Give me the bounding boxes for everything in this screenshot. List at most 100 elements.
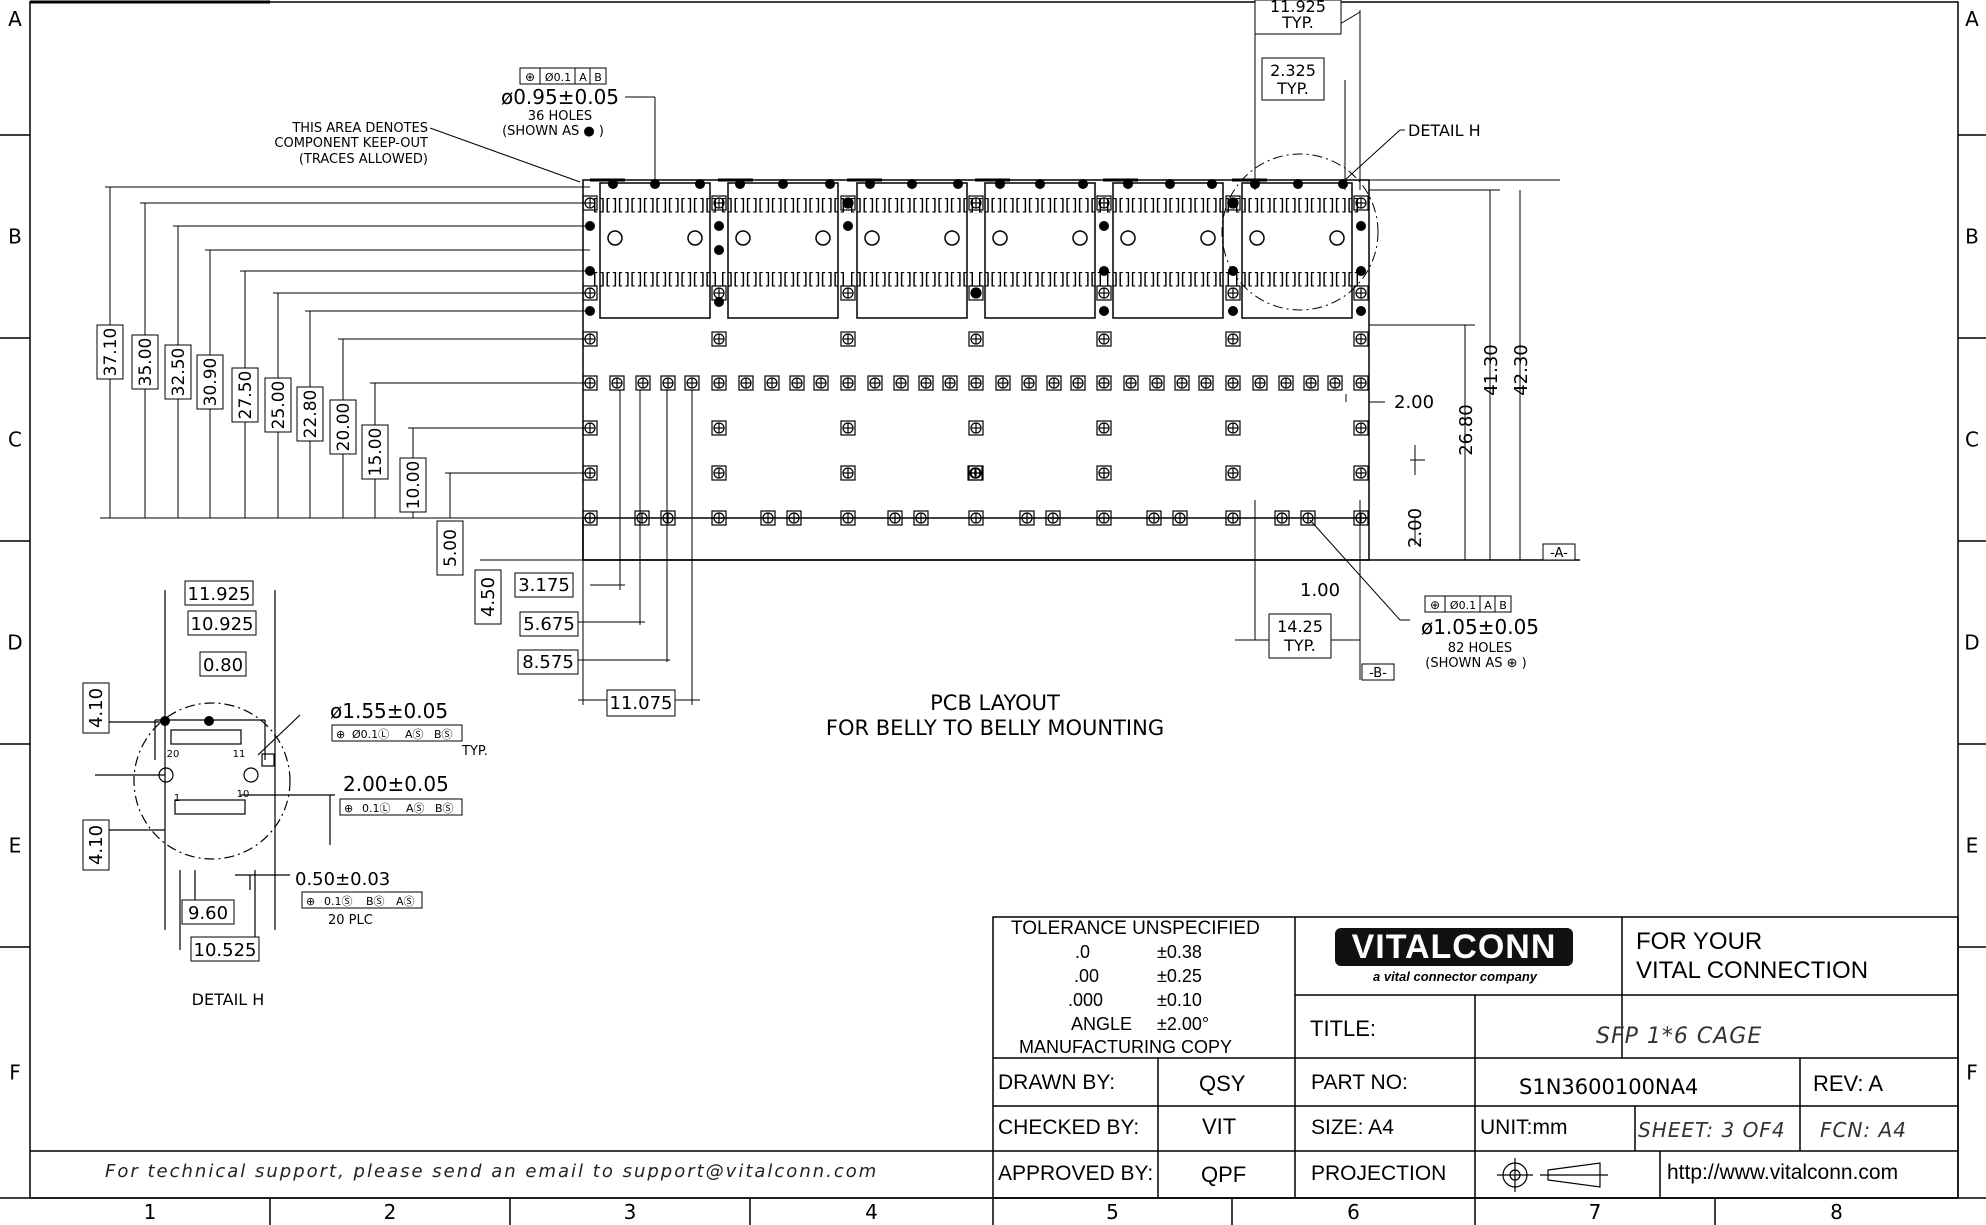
grid-row-label: C bbox=[8, 428, 22, 452]
datum-a: -A- bbox=[1550, 546, 1568, 561]
detail-dim-top-2: 10.925 bbox=[191, 614, 254, 635]
dim-bottom-2: 3.175 bbox=[518, 575, 570, 596]
dot-hole bbox=[1035, 179, 1045, 189]
alignment-hole bbox=[944, 230, 960, 246]
callout2-fcf-2: AⓈ bbox=[406, 802, 425, 815]
connector-row-bottom: [][][][][][][][][][] bbox=[1235, 269, 1360, 288]
square-pad-hole bbox=[684, 375, 700, 391]
dot-hole bbox=[608, 179, 618, 189]
alignment-hole bbox=[1120, 230, 1136, 246]
bottom-dimension-lines bbox=[480, 390, 700, 705]
square-pad-hole bbox=[635, 375, 651, 391]
grid-column-label: 1 bbox=[144, 1200, 157, 1224]
checked-by-value: VIT bbox=[1202, 1114, 1237, 1139]
dot-hole bbox=[843, 221, 853, 231]
dot-hole bbox=[714, 245, 724, 255]
connector-row-top: [][][][][][][][][][] bbox=[850, 195, 975, 214]
square-pad-hole bbox=[1225, 331, 1241, 347]
dot-hole bbox=[1228, 198, 1238, 208]
tolerance-heading: TOLERANCE UNSPECIFIED bbox=[1011, 918, 1260, 939]
website-link[interactable]: http://www.vitalconn.com bbox=[1667, 1161, 1899, 1184]
pin-20: 20 bbox=[167, 749, 180, 760]
dim-top-2: 2.325 bbox=[1270, 61, 1316, 80]
dot-hole bbox=[778, 179, 788, 189]
small-hole-diameter: ø0.95±0.05 bbox=[501, 85, 619, 109]
dim-value: 15.00 bbox=[366, 428, 386, 477]
keepout-note: THIS AREA DENOTES COMPONENT KEEP-OUT (TR… bbox=[274, 121, 428, 167]
grid-row-label: A bbox=[8, 7, 22, 31]
keepout-line-3: (TRACES ALLOWED) bbox=[299, 152, 428, 167]
dot-hole bbox=[1293, 179, 1303, 189]
square-pad-hole bbox=[840, 420, 856, 436]
connector-row-bottom: [][][][][][][][][][] bbox=[978, 269, 1103, 288]
dim-bottom-4: 8.575 bbox=[522, 652, 574, 673]
grid-column-label: 2 bbox=[384, 1200, 397, 1224]
dim-value: 10.00 bbox=[404, 461, 424, 510]
square-pad-hole bbox=[840, 375, 856, 391]
square-pad-hole bbox=[738, 375, 754, 391]
dim-top-1: 11.925 bbox=[1270, 0, 1326, 16]
square-pad-hole bbox=[1123, 375, 1139, 391]
square-pad-hole bbox=[942, 375, 958, 391]
grid-row-label: F bbox=[1966, 1061, 1978, 1085]
connector-row-bottom: [][][][][][][][][][] bbox=[593, 269, 718, 288]
square-pad-hole bbox=[1353, 420, 1369, 436]
bottom-dimension-labels: 4.50 3.175 5.675 8.575 11.075 bbox=[474, 569, 676, 717]
dim-right-6: 1.00 bbox=[1300, 580, 1340, 601]
grid-row-label: D bbox=[7, 631, 22, 655]
square-pad-hole bbox=[1225, 285, 1241, 301]
dim-pitch: 14.25 bbox=[1277, 617, 1323, 636]
dim-value: 27.50 bbox=[236, 371, 256, 420]
square-pad-hole bbox=[1353, 285, 1369, 301]
square-pad-hole bbox=[1278, 375, 1294, 391]
square-pad-hole bbox=[995, 375, 1011, 391]
square-pad-hole bbox=[1096, 375, 1112, 391]
square-pad-hole bbox=[1174, 375, 1190, 391]
part-no-label: PART NO: bbox=[1311, 1071, 1408, 1094]
dim-label: 32.50 bbox=[164, 344, 192, 400]
alignment-hole bbox=[992, 230, 1008, 246]
title-label: TITLE: bbox=[1310, 1016, 1377, 1041]
grid-row-label: F bbox=[9, 1061, 21, 1085]
detail-dim-left-2: 4.10 bbox=[86, 825, 107, 865]
square-pad-hole bbox=[1096, 465, 1112, 481]
square-pad-holes bbox=[582, 195, 1369, 526]
detail-dim-top-3: 0.80 bbox=[203, 655, 243, 676]
dim-right-5: 2.00 bbox=[1405, 508, 1426, 548]
grid-row-ticks bbox=[0, 134, 1986, 948]
small-dot-holes bbox=[585, 179, 1366, 316]
dot-hole bbox=[865, 179, 875, 189]
approved-by-label: APPROVED BY: bbox=[998, 1162, 1154, 1185]
dim-label: 5.00 bbox=[436, 520, 464, 576]
square-pad-hole bbox=[1149, 375, 1165, 391]
square-pad-hole bbox=[1274, 510, 1290, 526]
right-dimension-labels: 2.00 26.80 41.30 42.30 2.00 1.00 bbox=[1300, 344, 1532, 601]
unit-value: UNIT:mm bbox=[1480, 1116, 1568, 1139]
dim-bottom-5: 11.075 bbox=[610, 693, 673, 714]
grid-column-label: 7 bbox=[1589, 1200, 1602, 1224]
datum-b: -B- bbox=[1369, 666, 1387, 681]
manufacturing-copy: MANUFACTURING COPY bbox=[1019, 1037, 1233, 1057]
square-pad-hole bbox=[1019, 510, 1035, 526]
svg-text:⊕: ⊕ bbox=[525, 70, 535, 84]
connector-row-bottom: [][][][][][][][][][] bbox=[850, 269, 975, 288]
connector-row-bottom: [][][][][][][][][][] bbox=[1106, 269, 1231, 288]
dim-pitch-note: TYP. bbox=[1283, 636, 1316, 655]
grid-row-label: E bbox=[9, 834, 22, 858]
callout3-size: 0.50±0.03 bbox=[295, 869, 390, 890]
dot-hole bbox=[714, 297, 724, 307]
square-pad-hole bbox=[711, 331, 727, 347]
dot-hole bbox=[995, 179, 1005, 189]
dot-hole bbox=[825, 179, 835, 189]
approved-by-value: QPF bbox=[1201, 1162, 1247, 1187]
large-hole-count: 82 HOLES bbox=[1448, 641, 1512, 656]
dim-label: 30.90 bbox=[196, 354, 224, 410]
fcn-value: FCN: A4 bbox=[1820, 1118, 1907, 1142]
drawn-by-value: QSY bbox=[1199, 1071, 1246, 1096]
dim-top-2-note: TYP. bbox=[1276, 79, 1309, 98]
square-pad-hole bbox=[1353, 510, 1369, 526]
detail-h-ref: DETAIL H bbox=[1408, 121, 1481, 140]
pcb-title-line1: PCB LAYOUT bbox=[930, 691, 1060, 715]
